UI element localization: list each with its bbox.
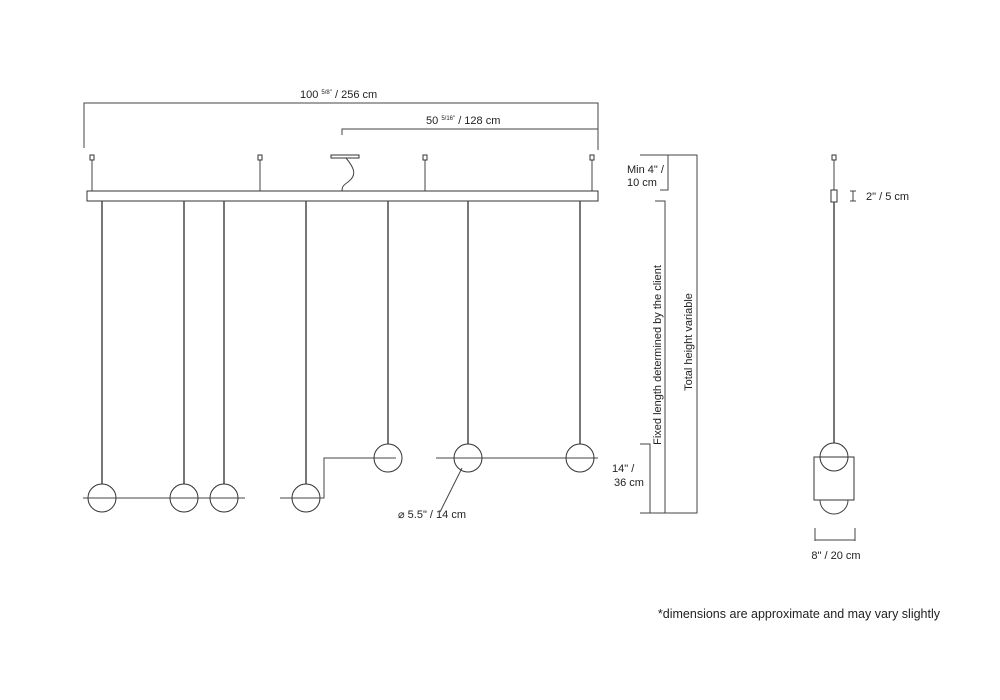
- svg-text:2" / 5 cm: 2" / 5 cm: [866, 191, 909, 203]
- height-dimensions: Min 4" / 10 cm Fixed length determined b…: [612, 154, 698, 514]
- globe-diameter-label: ⌀ 5.5" / 14 cm: [398, 509, 466, 521]
- ceiling-anchors: [89, 154, 595, 192]
- svg-text:100 5/8" / 256 cm: 100 5/8" / 256 cm: [300, 89, 377, 101]
- svg-text:36 cm: 36 cm: [614, 477, 644, 489]
- svg-text:Min 4" /: Min 4" /: [627, 164, 665, 176]
- svg-text:Fixed length determined by the: Fixed length determined by the client: [652, 265, 664, 445]
- svg-text:8" / 20 cm: 8" / 20 cm: [811, 550, 860, 562]
- side-view-pendant: 2" / 5 cm 8" / 20 cm: [811, 154, 909, 562]
- svg-text:14" /: 14" /: [612, 463, 635, 475]
- svg-text:Total height variable: Total height variable: [683, 293, 695, 391]
- footnote: *dimensions are approximate and may vary…: [657, 607, 940, 621]
- diameter-leader: [439, 467, 463, 513]
- canopy: [330, 154, 360, 159]
- svg-text:50 5/16" / 128 cm: 50 5/16" / 128 cm: [426, 115, 500, 127]
- power-cord: [341, 157, 355, 192]
- pendants: [87, 201, 595, 513]
- total-width-dimension: 100 5/8" / 256 cm: [83, 89, 599, 150]
- half-width-dimension: 50 5/16" / 128 cm: [341, 115, 598, 135]
- globe-level-lines: [83, 457, 598, 499]
- svg-text:10 cm: 10 cm: [627, 177, 657, 189]
- suspension-bar: [86, 190, 599, 202]
